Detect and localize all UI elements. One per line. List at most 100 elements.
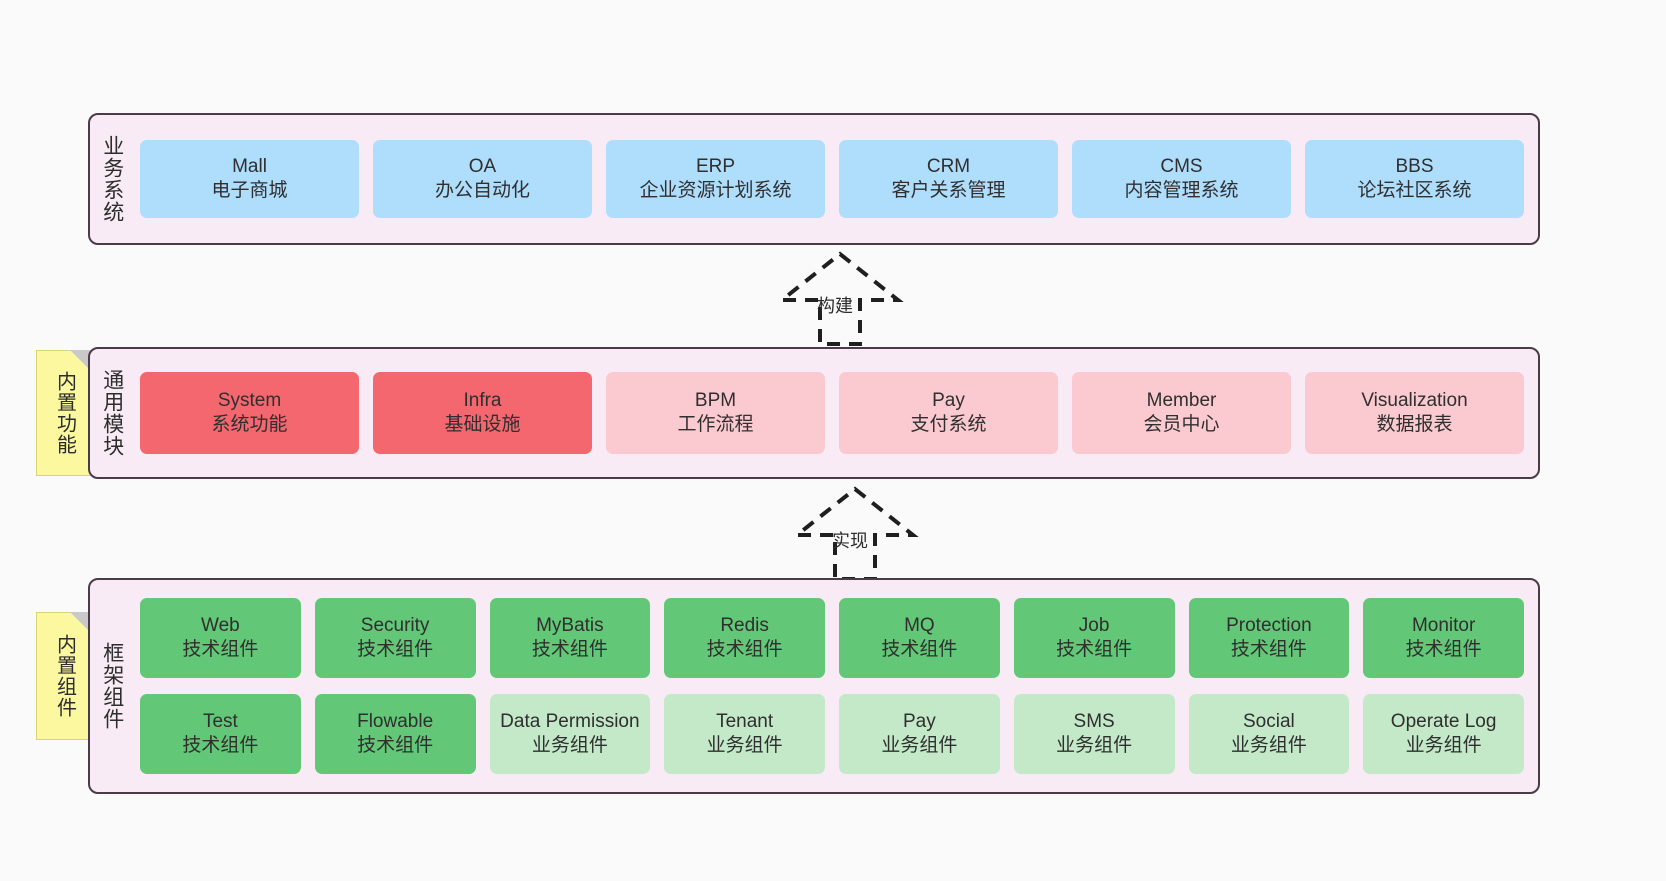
card-title: Visualization [1361, 390, 1468, 412]
card-data-permission[interactable]: Data Permission 业务组件 [489, 694, 651, 774]
card-title: Security [360, 615, 430, 637]
card-subtitle: 技术组件 [182, 735, 259, 756]
layer-framework-components-title: 框架组件 [100, 642, 124, 730]
card-title: Social [1243, 711, 1295, 733]
card-title: Protection [1226, 615, 1312, 637]
card-crm[interactable]: CRM 客户关系管理 [839, 140, 1058, 218]
card-subtitle: 技术组件 [1230, 639, 1307, 660]
card-social[interactable]: Social 业务组件 [1188, 694, 1350, 774]
modules-card-row: System 系统功能 Infra 基础设施 BPM 工作流程 Pay 支付系统… [140, 372, 1524, 454]
card-subtitle: 系统功能 [211, 414, 288, 435]
card-subtitle: 业务组件 [1405, 735, 1482, 756]
arrow-build-label: 构建 [817, 296, 853, 316]
layer-common-modules-body: System 系统功能 Infra 基础设施 BPM 工作流程 Pay 支付系统… [134, 349, 1538, 477]
framework-card-row-tech: Web 技术组件 Security 技术组件 MyBatis 技术组件 Redi… [140, 598, 1524, 678]
card-title: Data Permission [500, 711, 640, 733]
card-erp[interactable]: ERP 企业资源计划系统 [606, 140, 825, 218]
card-subtitle: 电子商城 [211, 180, 288, 201]
card-test[interactable]: Test 技术组件 [140, 694, 301, 774]
card-monitor[interactable]: Monitor 技术组件 [1363, 598, 1524, 678]
card-flowable[interactable]: Flowable 技术组件 [314, 694, 476, 774]
card-bpm[interactable]: BPM 工作流程 [606, 372, 825, 454]
card-subtitle: 业务组件 [1230, 735, 1307, 756]
card-infra[interactable]: Infra 基础设施 [373, 372, 592, 454]
card-title: Infra [463, 390, 502, 412]
card-bbs[interactable]: BBS 论坛社区系统 [1305, 140, 1524, 218]
note-builtin-function: 内置功能 [36, 350, 92, 476]
card-title: Tenant [716, 711, 774, 733]
card-subtitle: 技术组件 [706, 639, 783, 660]
card-oa[interactable]: OA 办公自动化 [373, 140, 592, 218]
note-builtin-component: 内置组件 [36, 612, 92, 740]
card-title: System [217, 390, 282, 412]
card-subtitle: 论坛社区系统 [1357, 180, 1472, 201]
card-cms[interactable]: CMS 内容管理系统 [1072, 140, 1291, 218]
card-visualization[interactable]: Visualization 数据报表 [1305, 372, 1524, 454]
card-subtitle: 业务组件 [1056, 735, 1133, 756]
card-sms[interactable]: SMS 业务组件 [1013, 694, 1175, 774]
note-builtin-function-label: 内置功能 [53, 371, 76, 455]
card-subtitle: 技术组件 [1405, 639, 1482, 660]
card-title: MQ [904, 615, 935, 637]
card-subtitle: 企业资源计划系统 [639, 180, 792, 201]
layer-common-modules-title: 通用模块 [100, 369, 124, 457]
card-subtitle: 技术组件 [531, 639, 608, 660]
card-subtitle: 数据报表 [1376, 414, 1453, 435]
card-mq[interactable]: MQ 技术组件 [839, 598, 1000, 678]
card-title: Test [202, 711, 238, 733]
card-subtitle: 技术组件 [357, 735, 434, 756]
card-title: OA [468, 156, 497, 178]
framework-card-row-business: Test 技术组件 Flowable 技术组件 Data Permission … [140, 694, 1524, 774]
note-builtin-component-label: 内置组件 [53, 634, 76, 718]
generalization-arrow-implement: 实现 [770, 486, 940, 581]
card-title: SMS [1073, 711, 1115, 733]
arrow-implement-label: 实现 [832, 531, 868, 551]
card-security[interactable]: Security 技术组件 [314, 598, 476, 678]
card-title: Member [1146, 390, 1217, 412]
card-mybatis[interactable]: MyBatis 技术组件 [489, 598, 651, 678]
card-title: BPM [694, 390, 737, 412]
card-pay-module[interactable]: Pay 支付系统 [839, 372, 1058, 454]
card-title: CMS [1160, 156, 1203, 178]
card-title: Redis [720, 615, 769, 637]
card-title: Flowable [357, 711, 434, 733]
card-subtitle: 客户关系管理 [891, 180, 1006, 201]
card-title: Job [1078, 615, 1110, 637]
layer-framework-components: 框架组件 Web 技术组件 Security 技术组件 MyBatis 技术组件… [88, 578, 1540, 794]
layer-business-systems-title: 业务系统 [100, 135, 124, 223]
card-subtitle: 内容管理系统 [1124, 180, 1239, 201]
card-title: Pay [903, 711, 936, 733]
card-subtitle: 工作流程 [677, 414, 754, 435]
card-subtitle: 技术组件 [357, 639, 434, 660]
card-member[interactable]: Member 会员中心 [1072, 372, 1291, 454]
card-web[interactable]: Web 技术组件 [140, 598, 301, 678]
card-subtitle: 技术组件 [1056, 639, 1133, 660]
layer-framework-components-body: Web 技术组件 Security 技术组件 MyBatis 技术组件 Redi… [134, 580, 1538, 792]
card-title: MyBatis [536, 615, 604, 637]
business-card-row: Mall 电子商城 OA 办公自动化 ERP 企业资源计划系统 CRM 客户关系… [140, 140, 1524, 218]
card-operate-log[interactable]: Operate Log 业务组件 [1363, 694, 1524, 774]
layer-business-systems-body: Mall 电子商城 OA 办公自动化 ERP 企业资源计划系统 CRM 客户关系… [134, 115, 1538, 243]
card-title: Mall [232, 156, 267, 178]
card-pay-component[interactable]: Pay 业务组件 [839, 694, 1000, 774]
card-subtitle: 办公自动化 [434, 180, 530, 201]
card-subtitle: 技术组件 [182, 639, 259, 660]
card-title: Pay [932, 390, 965, 412]
card-title: BBS [1395, 156, 1434, 178]
card-subtitle: 业务组件 [881, 735, 958, 756]
card-title: CRM [926, 156, 971, 178]
card-job[interactable]: Job 技术组件 [1013, 598, 1175, 678]
card-protection[interactable]: Protection 技术组件 [1188, 598, 1350, 678]
card-mall[interactable]: Mall 电子商城 [140, 140, 359, 218]
card-title: Operate Log [1390, 711, 1497, 733]
card-tenant[interactable]: Tenant 业务组件 [664, 694, 825, 774]
layer-common-modules: 通用模块 System 系统功能 Infra 基础设施 BPM 工作流程 Pay… [88, 347, 1540, 479]
card-title: Monitor [1411, 615, 1476, 637]
card-system[interactable]: System 系统功能 [140, 372, 359, 454]
layer-business-systems: 业务系统 Mall 电子商城 OA 办公自动化 ERP 企业资源计划系统 CRM… [88, 113, 1540, 245]
card-subtitle: 基础设施 [444, 414, 521, 435]
card-redis[interactable]: Redis 技术组件 [664, 598, 825, 678]
card-subtitle: 技术组件 [881, 639, 958, 660]
generalization-arrow-build: 构建 [755, 251, 925, 346]
card-title: ERP [695, 156, 736, 178]
